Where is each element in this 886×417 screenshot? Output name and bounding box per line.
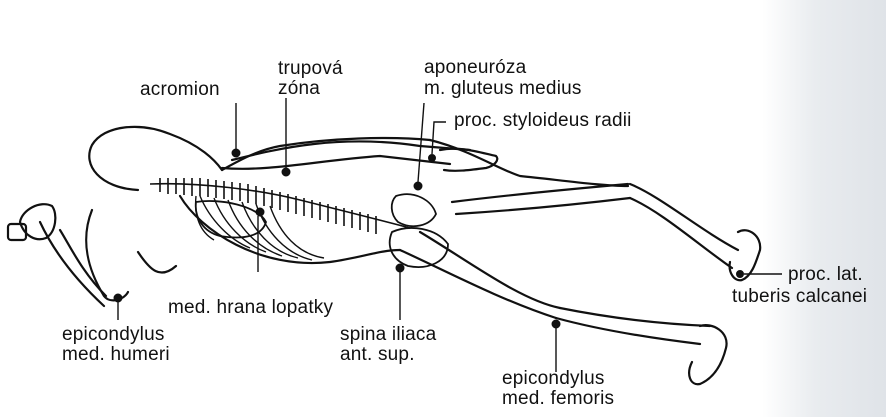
thigh-top <box>452 184 628 202</box>
label-epicondylus-humeri-line1: epicondylus <box>62 324 165 346</box>
dot-epicondylus-femoris <box>552 320 560 328</box>
foot-bottom <box>689 325 726 384</box>
foot-top <box>730 230 761 280</box>
dot-epicondylus-humeri <box>114 294 122 302</box>
label-tuberis-calcanei-line2: tuberis calcanei <box>732 286 867 308</box>
dot-calcanei <box>737 271 744 278</box>
label-spina-iliaca-line1: spina iliaca <box>340 324 436 346</box>
dot-aponeuroza <box>414 182 422 190</box>
label-proc-styloideus-radii: proc. styloideus radii <box>454 110 632 132</box>
shin-top-lower <box>630 198 732 268</box>
hand-top <box>440 149 497 171</box>
dot-med-hrana <box>256 208 264 216</box>
label-trupova-zona-line1: trupová <box>278 58 343 80</box>
label-proc-lat-line1: proc. lat. <box>788 264 863 286</box>
shin-bottom-upper <box>560 308 710 326</box>
vertebrae <box>160 178 376 234</box>
label-epicondylus-humeri-line2: med. humeri <box>62 344 170 366</box>
arm-left-upper <box>86 210 128 300</box>
label-aponeuroza-line2: m. gluteus medius <box>424 78 582 100</box>
pelvis-upper <box>392 194 436 226</box>
dot-styloideus <box>429 155 436 162</box>
label-trupova-zona-line2: zóna <box>278 78 320 100</box>
thigh-bottom <box>400 250 556 318</box>
pelvis-lower <box>390 228 448 267</box>
thigh-top-lower <box>456 198 630 214</box>
label-aponeuroza-line1: aponeuróza <box>424 57 526 79</box>
label-epicondylus-femoris-line1: epicondylus <box>502 368 605 390</box>
label-spina-iliaca-line2: ant. sup. <box>340 344 415 366</box>
forearm-top <box>222 156 450 169</box>
dot-trupova <box>282 168 290 176</box>
torso-lower <box>180 196 400 263</box>
shin-top <box>630 184 738 250</box>
label-med-hrana-lopatky: med. hrana lopatky <box>168 297 333 319</box>
label-acromion: acromion <box>140 79 220 101</box>
arm-left-inner <box>138 252 176 273</box>
held-object <box>8 224 26 240</box>
leader-aponeuroza <box>418 103 424 182</box>
head-outline <box>89 127 222 190</box>
dot-spina <box>396 264 404 272</box>
dot-acromion <box>232 149 240 157</box>
shin-bottom <box>556 318 700 344</box>
label-epicondylus-femoris-line2: med. femoris <box>502 388 614 410</box>
back-to-hip <box>430 140 628 186</box>
